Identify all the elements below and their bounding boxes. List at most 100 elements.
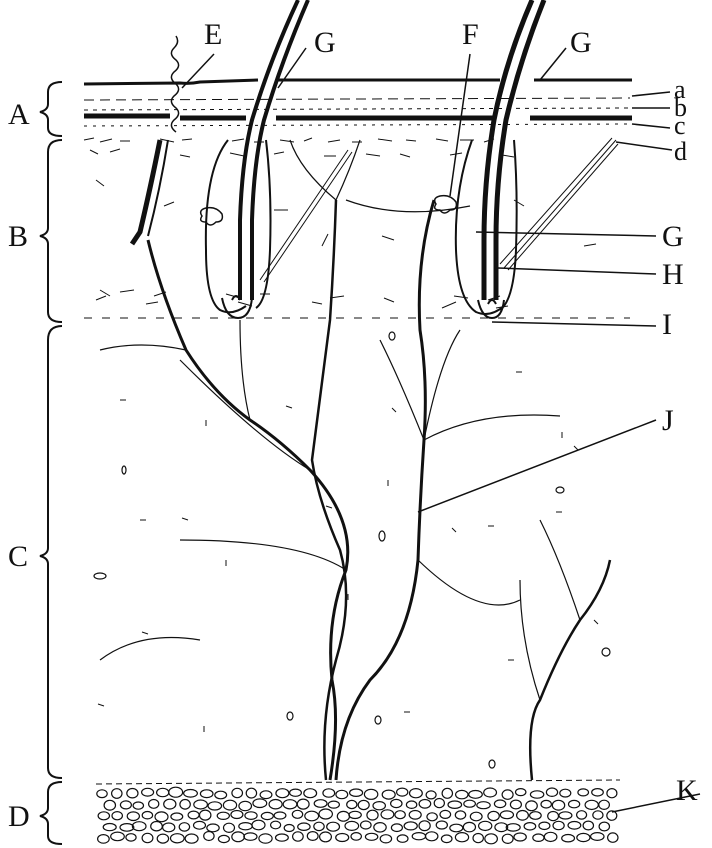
label-F: F (462, 18, 479, 51)
fat-cell (541, 800, 551, 808)
fat-cell (560, 789, 571, 797)
label-d: d (674, 137, 687, 166)
fat-cell (397, 835, 408, 842)
fat-cell (485, 834, 498, 844)
fat-cell (434, 799, 444, 808)
sweat-duct (132, 36, 179, 244)
fat-cell (276, 789, 289, 798)
fat-cell (448, 801, 462, 808)
fat-cell (591, 833, 604, 841)
bracket-D (40, 782, 62, 844)
fat-cell (544, 832, 557, 841)
fat-cell (530, 791, 543, 798)
fat-cell (500, 811, 513, 819)
fat-cell (494, 800, 505, 808)
fat-cell (223, 800, 236, 810)
epidermis (84, 80, 632, 126)
fat-cell (232, 832, 245, 842)
fat-cell (336, 834, 349, 842)
fat-cell (450, 824, 463, 832)
fat-cell (180, 800, 190, 810)
fat-cell (276, 834, 289, 841)
label-K: K (676, 774, 698, 807)
fat-cell (112, 789, 122, 799)
fat-cell (292, 810, 302, 818)
fat-cell (361, 821, 372, 829)
fat-cell (441, 835, 452, 843)
fat-cell (253, 799, 267, 808)
label-G-top-left: G (314, 26, 336, 59)
fat-cell (218, 835, 229, 842)
fat-cell (120, 801, 131, 809)
label-D: D (8, 800, 30, 833)
fat-cell (336, 790, 348, 798)
fat-cell (305, 811, 319, 821)
fat-cell (151, 822, 163, 831)
fat-cell (539, 822, 550, 829)
fat-cell (568, 822, 581, 830)
fat-cell (98, 835, 110, 844)
fat-cell (553, 821, 564, 829)
fat-cell (298, 823, 310, 830)
fat-cell (484, 788, 497, 797)
fat-cell (427, 813, 437, 821)
fat-cell (157, 788, 169, 796)
fat-cell (552, 800, 564, 810)
label-C: C (8, 540, 28, 573)
fat-cell (488, 811, 499, 820)
label-H: H (662, 258, 684, 291)
fat-cell (559, 812, 572, 819)
fat-cell (562, 835, 575, 842)
fat-cell (406, 801, 416, 808)
fat-cell (364, 789, 377, 799)
fat-cell (259, 834, 272, 843)
fat-cell (337, 811, 349, 821)
fat-cell (307, 832, 318, 841)
fat-cell (463, 822, 475, 831)
fat-cell (314, 822, 324, 830)
fat-cell (194, 821, 206, 829)
fat-cell (502, 834, 513, 843)
fat-cell (120, 824, 134, 832)
fat-cell (224, 823, 235, 832)
fat-cell (391, 799, 402, 807)
fat-cell (419, 821, 430, 831)
fat-cell (246, 788, 256, 798)
fat-cell (319, 809, 332, 819)
fat-cell (155, 812, 168, 822)
label-I: I (662, 308, 672, 341)
fat-cell (157, 834, 168, 843)
label-E: E (204, 18, 222, 51)
fat-cell (132, 822, 146, 831)
fat-cell (477, 802, 490, 809)
label-J: J (662, 404, 674, 437)
dermis-cells (94, 332, 610, 768)
fat-cell (349, 811, 361, 818)
fat-cell (194, 800, 208, 809)
fat-cell (409, 811, 421, 820)
bracket-A (40, 82, 62, 136)
fat-cell (164, 799, 176, 809)
fat-cell (200, 810, 211, 820)
fat-cell (239, 823, 252, 830)
fat-cell (470, 812, 482, 821)
fat-cell (171, 813, 183, 820)
nerves (100, 140, 610, 780)
fat-cell (184, 790, 198, 798)
fat-cell (502, 790, 513, 799)
fat-cell (97, 790, 107, 798)
fat-cell (284, 825, 294, 832)
fat-cell (395, 811, 405, 819)
fat-cell (290, 789, 302, 796)
fat-cell (455, 811, 465, 819)
fat-cell (577, 811, 587, 819)
fat-cell (274, 812, 286, 819)
fat-cell (533, 834, 544, 841)
fat-cell (365, 833, 377, 840)
fat-cell (436, 821, 447, 829)
fat-cell (599, 822, 609, 831)
label-G-mid: G (662, 220, 684, 253)
fat-cell (577, 833, 590, 841)
label-c: c (674, 111, 686, 140)
fat-cell (410, 789, 423, 798)
